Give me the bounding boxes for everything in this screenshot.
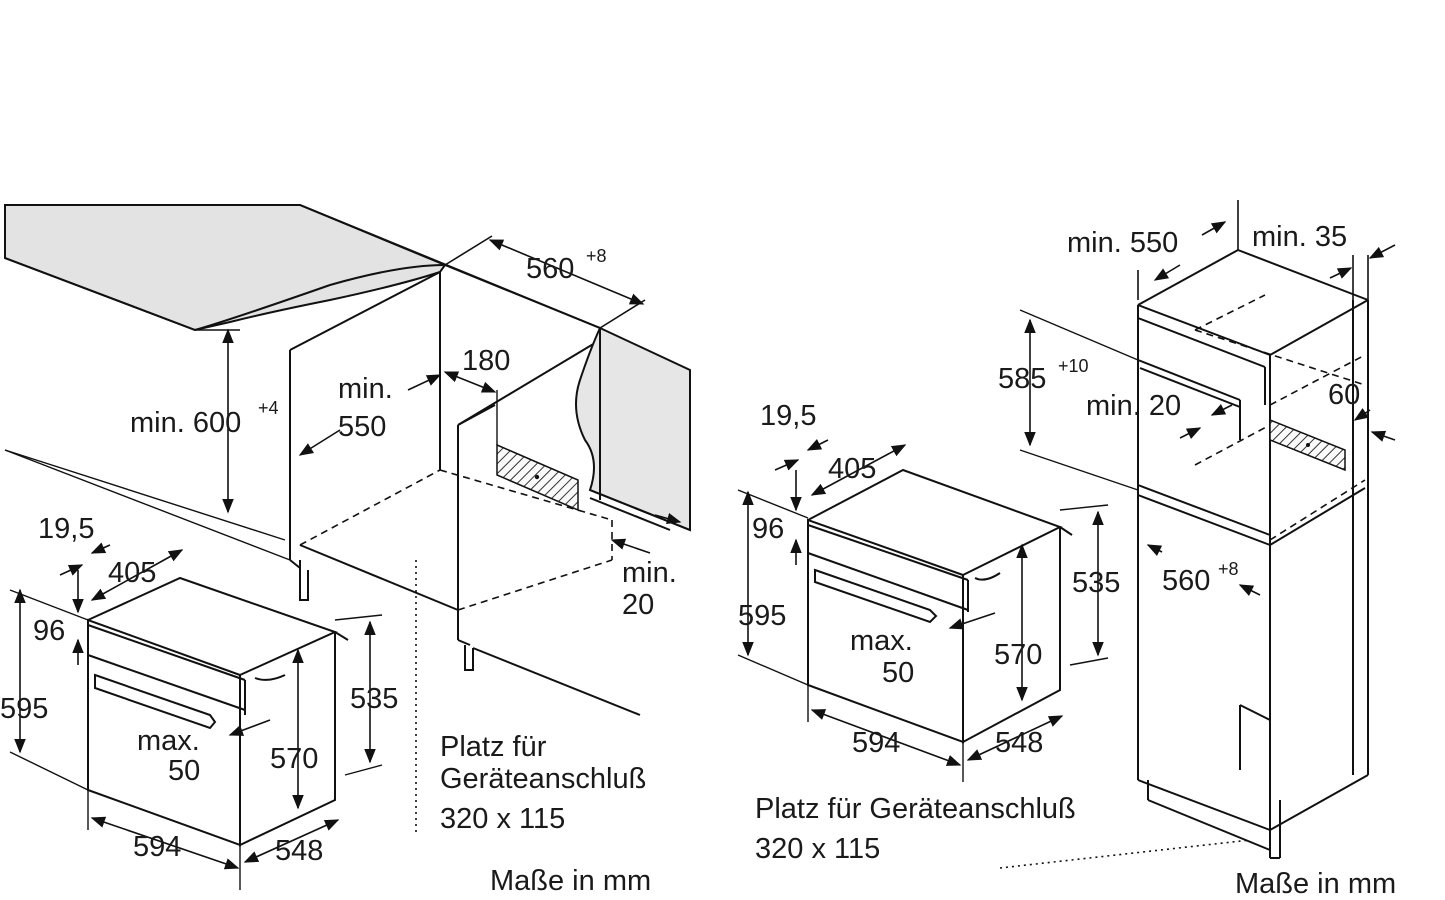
oven-right bbox=[807, 468, 1073, 744]
countertop bbox=[4, 204, 447, 332]
oven-right-top-panel: 96 bbox=[752, 513, 784, 545]
dim-niche-height-label: min. 600 bbox=[130, 407, 241, 439]
oven-right-front-offset: 19,5 bbox=[760, 400, 816, 432]
dim-cabinet-depth: min. 550 bbox=[1067, 227, 1178, 259]
dim-tall-niche-width-tol: +8 bbox=[1218, 559, 1239, 579]
tall-cabinet-dims: min. 550 min. 35 585 +10 min. 20 60 560 … bbox=[998, 200, 1396, 597]
dim-niche-depth-line1: min. bbox=[338, 373, 393, 405]
dim-side-gap: min. 20 bbox=[1086, 390, 1181, 422]
dim-connection-offset-label: 180 bbox=[462, 345, 510, 377]
oven-left-width: 594 bbox=[133, 831, 181, 863]
oven-left-top-panel: 96 bbox=[33, 615, 65, 647]
connection-leader-right bbox=[999, 839, 1251, 869]
connection-note-right: Platz für Geräteanschluß bbox=[755, 793, 1076, 825]
oven-right-handle-label2: 50 bbox=[882, 657, 914, 689]
dim-gap: min. 20 bbox=[610, 512, 682, 621]
dim-niche-width-tol: +8 bbox=[586, 246, 607, 266]
dim-tall-niche-width: 560 bbox=[1162, 565, 1210, 597]
oven-left-front-offset: 19,5 bbox=[38, 513, 94, 545]
dim-niche-depth-line2: 550 bbox=[338, 411, 386, 443]
units-right: Maße in mm bbox=[1235, 868, 1396, 900]
oven-right-inner-height: 570 bbox=[994, 639, 1042, 671]
connection-note-line1: Platz für bbox=[440, 731, 547, 763]
oven-right-side-height: 535 bbox=[1072, 567, 1120, 599]
oven-right-depth: 548 bbox=[995, 727, 1043, 759]
oven-left-depth: 548 bbox=[275, 835, 323, 867]
connection-note-line2: Geräteanschluß bbox=[440, 763, 646, 795]
dim-gap-line2: 20 bbox=[622, 589, 654, 621]
dim-vent: 60 bbox=[1328, 379, 1360, 411]
dim-niche-height: min. 600 +4 bbox=[4, 328, 286, 541]
side-wall bbox=[575, 326, 691, 532]
dim-niche-width: 560 +8 bbox=[444, 235, 646, 329]
oven-left-inner-height: 570 bbox=[270, 743, 318, 775]
oven-left-handle-depth: 405 bbox=[108, 557, 156, 589]
oven-right-dims: 595 96 19,5 405 570 535 max. 50 594 548 bbox=[737, 400, 1120, 782]
left-figure: 560 +8 min. 600 +4 min. 550 180 bbox=[0, 204, 691, 897]
dim-connection-offset: 180 bbox=[443, 345, 510, 445]
oven-right-width: 594 bbox=[852, 727, 900, 759]
tall-cabinet bbox=[1137, 249, 1369, 859]
oven-left-total-height: 595 bbox=[0, 693, 48, 725]
dim-gap-line1: min. bbox=[622, 557, 677, 589]
connection-size-right: 320 x 115 bbox=[755, 833, 880, 865]
oven-left-handle-label1: max. bbox=[137, 725, 200, 757]
units-left: Maße in mm bbox=[490, 865, 651, 897]
oven-left-handle-label2: 50 bbox=[168, 755, 200, 787]
dim-tall-niche-height: 585 bbox=[998, 363, 1046, 395]
oven-left bbox=[87, 576, 349, 847]
dim-tall-niche-height-tol: +10 bbox=[1058, 356, 1089, 376]
connection-note-line3: 320 x 115 bbox=[440, 803, 565, 835]
dim-niche-width-label: 560 bbox=[526, 253, 574, 285]
dim-niche-depth: min. 550 bbox=[298, 373, 442, 456]
oven-left-side-height: 535 bbox=[350, 683, 398, 715]
oven-right-handle-label1: max. bbox=[850, 625, 913, 657]
oven-right-total-height: 595 bbox=[738, 600, 786, 632]
niche-cabinet bbox=[299, 339, 641, 716]
oven-right-handle-depth: 405 bbox=[828, 453, 876, 485]
dim-niche-height-tol: +4 bbox=[258, 398, 279, 418]
right-figure: min. 550 min. 35 585 +10 min. 20 60 560 … bbox=[737, 200, 1396, 900]
oven-left-dims: 595 96 19,5 405 570 535 max. 50 594 548 bbox=[0, 513, 398, 890]
connection-area bbox=[496, 443, 579, 512]
dim-rear-gap: min. 35 bbox=[1252, 221, 1347, 253]
